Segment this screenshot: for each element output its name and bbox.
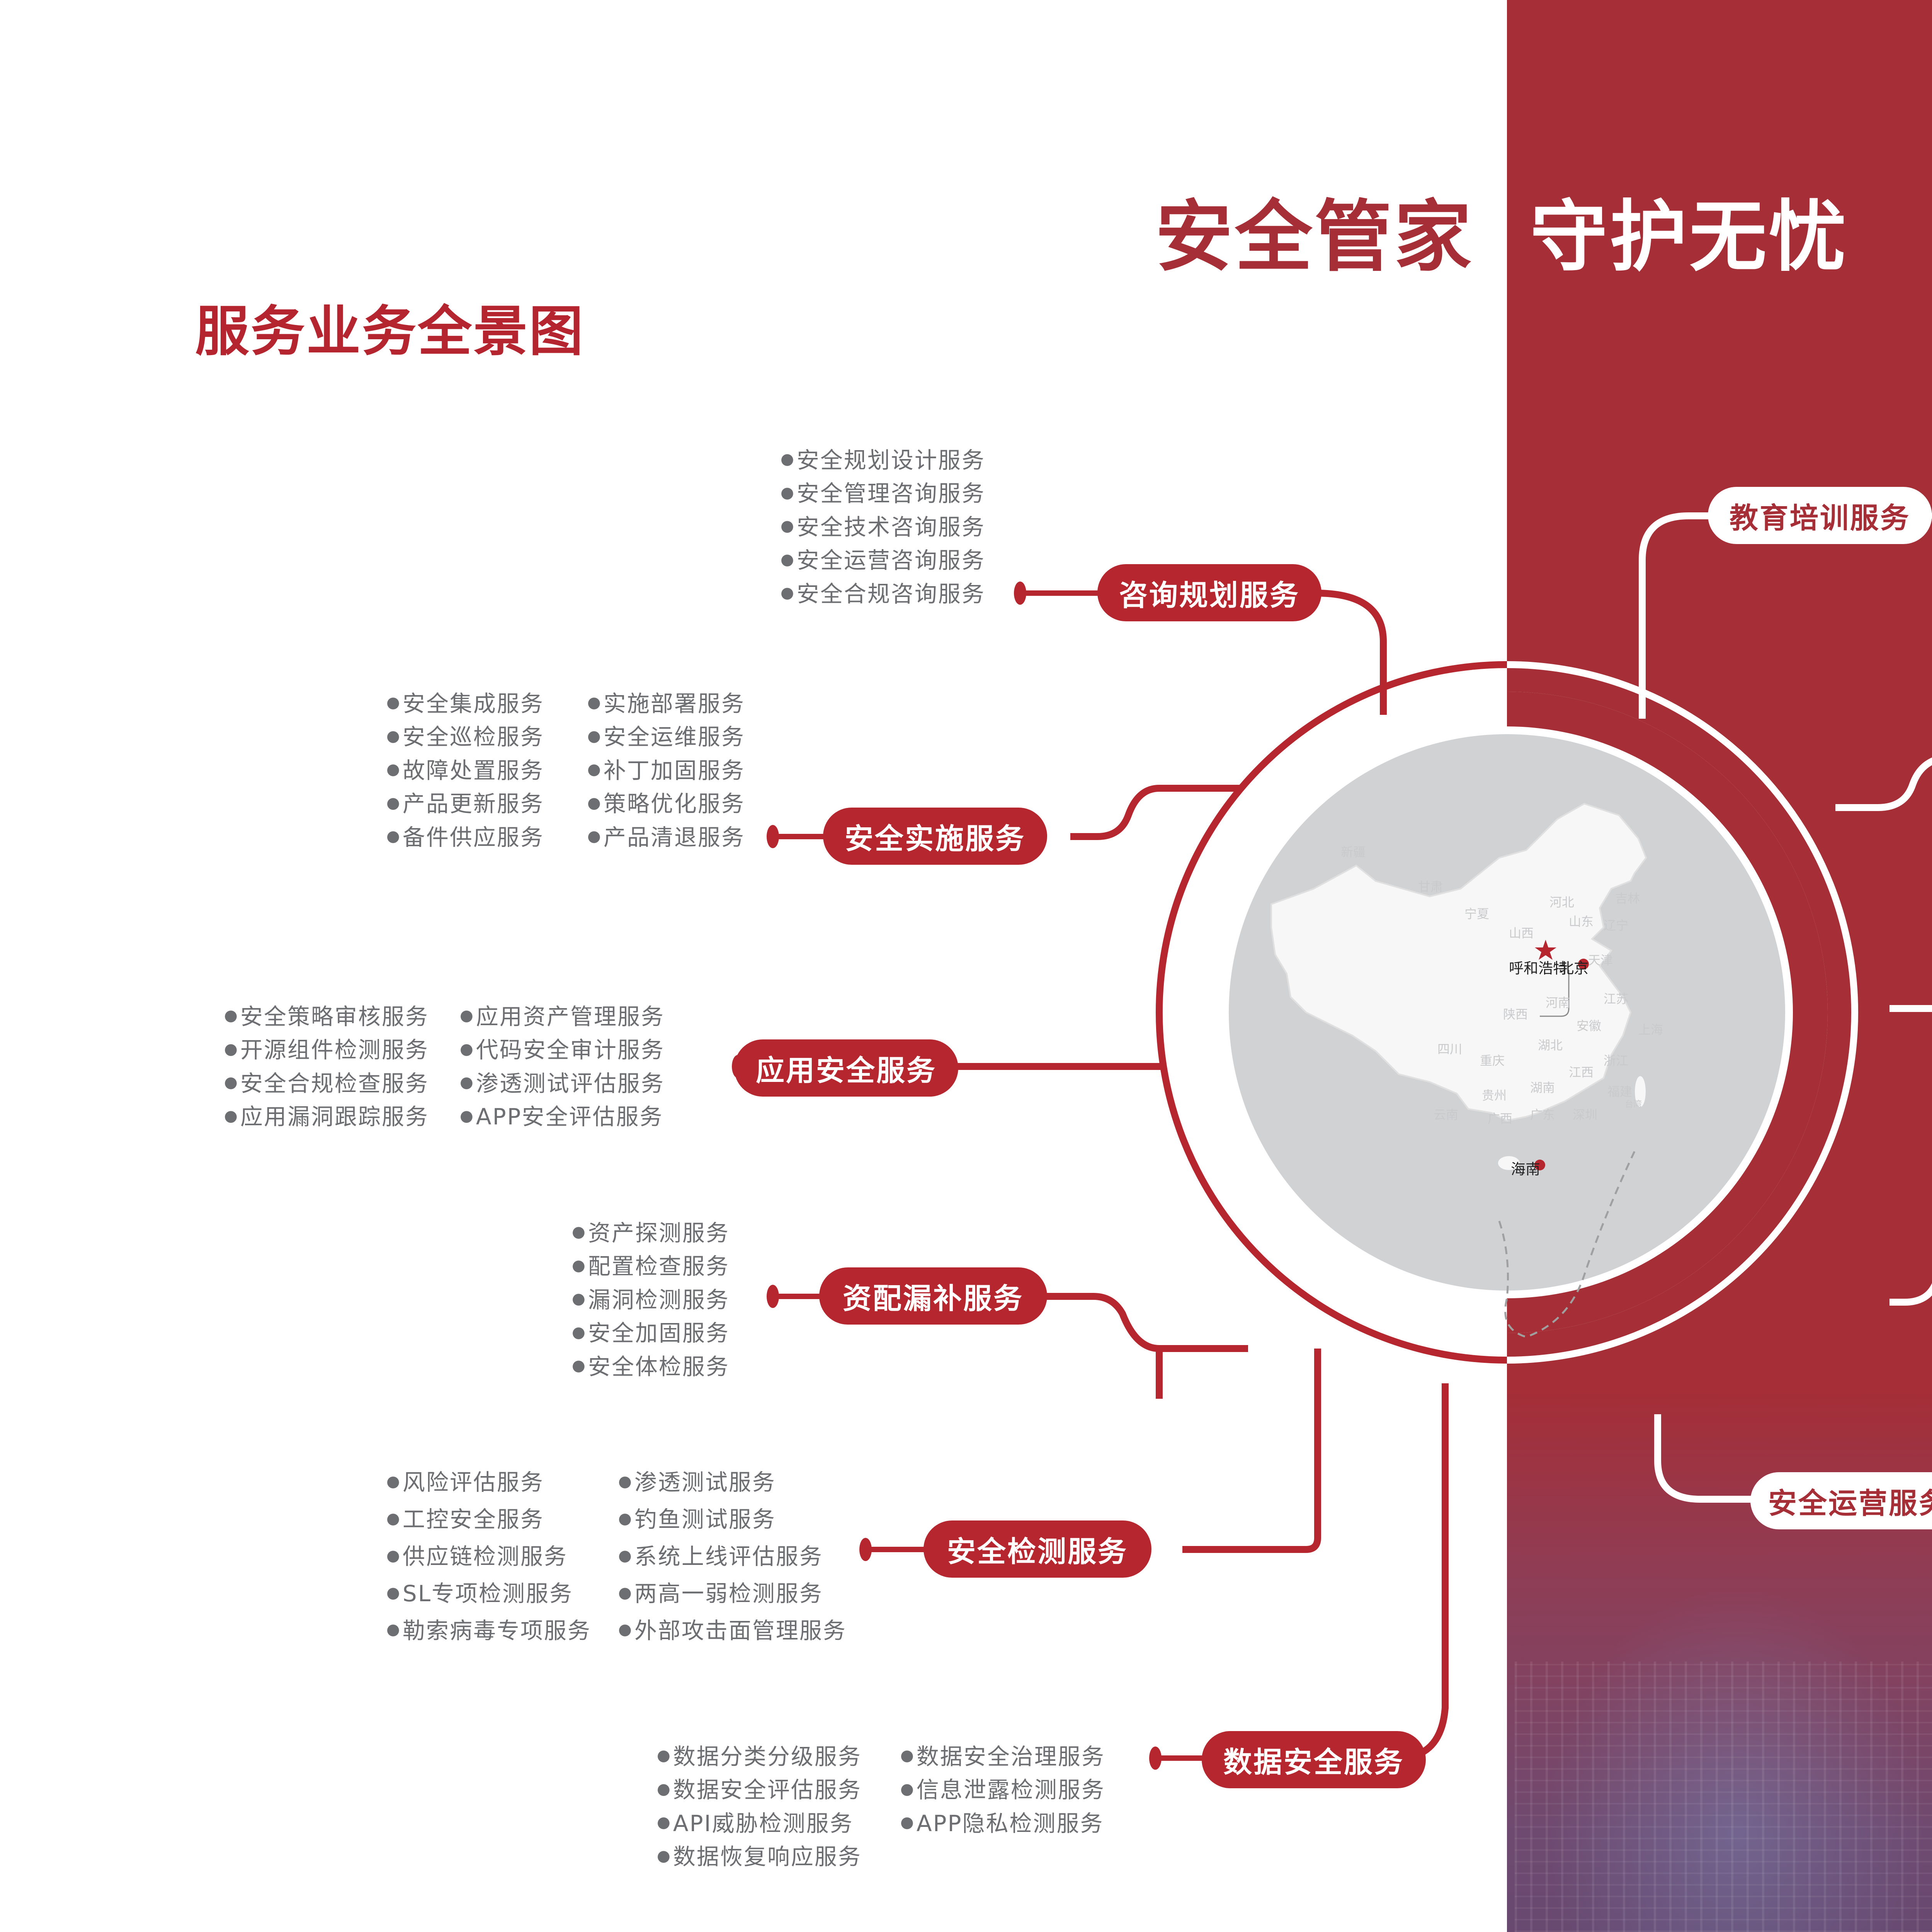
map-province-label: 江西: [1569, 1065, 1594, 1080]
list-security-testing: 风险评估服务 工控安全服务 供应链检测服务 SL专项检测服务 勒索病毒专项服务 …: [386, 1464, 847, 1650]
section-title: 服务业务全景图: [195, 300, 585, 363]
service-item: 安全巡检服务: [386, 721, 587, 754]
map-province-label: 天津: [1588, 953, 1613, 968]
service-item: 安全运维服务: [587, 721, 745, 754]
service-item: 两高一弱检测服务: [618, 1576, 847, 1613]
map-province-label: 吉林: [1615, 891, 1640, 906]
service-item: 安全集成服务: [386, 688, 587, 721]
service-item: 资产探测服务: [572, 1217, 730, 1250]
map-province-label: 浙江: [1604, 1053, 1629, 1068]
list-consulting-planning: 安全规划设计服务 安全管理咨询服务 安全技术咨询服务 安全运营咨询服务 安全合规…: [781, 444, 985, 611]
service-item: 漏洞检测服务: [572, 1284, 730, 1317]
service-item: 备件供应服务: [386, 821, 587, 855]
map-province-label: 甘肃: [1418, 879, 1443, 894]
branch-data-security[interactable]: 数据安全服务: [1202, 1731, 1426, 1788]
service-item: 安全加固服务: [572, 1317, 730, 1350]
service-item: 渗透测试服务: [618, 1464, 847, 1502]
map-province-label: 江苏: [1604, 992, 1629, 1006]
service-item: APP隐私检测服务: [900, 1808, 1105, 1841]
list-data-security: 数据分类分级服务 数据安全评估服务 API威胁检测服务 数据恢复响应服务 数据安…: [657, 1741, 1105, 1874]
service-item: 外部攻击面管理服务: [618, 1613, 847, 1650]
data-screen-texture: [1515, 1662, 1932, 1932]
list-asset-vulnerability: 资产探测服务 配置检查服务 漏洞检测服务 安全加固服务 安全体检服务: [572, 1217, 730, 1384]
service-item: 策略优化服务: [587, 788, 745, 821]
map-label-hohhot: 呼和浩特: [1509, 960, 1568, 977]
service-item: 安全技术咨询服务: [781, 511, 985, 544]
main-title-right: 守护无忧: [1530, 192, 1849, 282]
map-province-label: 四川: [1437, 1042, 1463, 1056]
service-item: 安全规划设计服务: [781, 444, 985, 478]
map-label-beijing: 北京: [1559, 960, 1589, 977]
service-item: 安全体检服务: [572, 1351, 730, 1384]
service-item: 数据安全评估服务: [657, 1774, 900, 1807]
service-item: 故障处置服务: [386, 755, 587, 788]
branch-security-implementation[interactable]: 安全实施服务: [823, 808, 1047, 865]
service-item: APP安全评估服务: [460, 1101, 665, 1134]
map-province-label: 陕西: [1503, 1007, 1528, 1022]
map-province-label: 河南: [1546, 995, 1571, 1010]
service-item: 安全合规检查服务: [224, 1068, 460, 1101]
service-item: 实施部署服务: [587, 688, 745, 721]
map-province-label: 新疆: [1341, 845, 1366, 859]
map-province-label: 云南: [1434, 1107, 1459, 1122]
map-province-label: 山西: [1509, 926, 1534, 940]
map-province-label: 湖南: [1530, 1080, 1555, 1095]
service-item: 产品更新服务: [386, 788, 587, 821]
map-province-label: 广西: [1488, 1111, 1513, 1126]
map-province-label: 山东: [1569, 914, 1594, 929]
service-item: 代码安全审计服务: [460, 1034, 665, 1067]
branch-education-training[interactable]: 教育培训服务: [1708, 487, 1932, 544]
service-item: 安全合规咨询服务: [781, 578, 985, 611]
map-province-label: 宁夏: [1464, 906, 1490, 921]
branch-asset-vulnerability[interactable]: 资配漏补服务: [819, 1267, 1047, 1325]
service-item: 数据分类分级服务: [657, 1741, 900, 1774]
service-item: 配置检查服务: [572, 1250, 730, 1284]
service-item: 应用漏洞跟踪服务: [224, 1101, 460, 1134]
service-item: SL专项检测服务: [386, 1576, 618, 1613]
list-application-security: 安全策略审核服务 开源组件检测服务 安全合规检查服务 应用漏洞跟踪服务 应用资产…: [224, 1001, 665, 1134]
service-item: 应用资产管理服务: [460, 1001, 665, 1034]
list-security-implementation: 安全集成服务 安全巡检服务 故障处置服务 产品更新服务 备件供应服务 实施部署服…: [386, 688, 745, 855]
service-item: 工控安全服务: [386, 1502, 618, 1539]
service-item: 安全管理咨询服务: [781, 478, 985, 511]
service-item: 安全策略审核服务: [224, 1001, 460, 1034]
service-item: 风险评估服务: [386, 1464, 618, 1502]
map-province-label: 辽宁: [1604, 918, 1629, 933]
map-province-label: 湖北: [1538, 1038, 1563, 1053]
map-province-label: 台湾: [1625, 1100, 1642, 1109]
service-item: 补丁加固服务: [587, 755, 745, 788]
map-province-label: 重庆: [1480, 1053, 1505, 1068]
map-province-label: 河北: [1549, 895, 1575, 910]
map-province-label: 深圳: [1573, 1107, 1598, 1122]
service-item: 数据恢复响应服务: [657, 1841, 900, 1874]
service-item: 勒索病毒专项服务: [386, 1613, 618, 1650]
main-title-left: 安全管家: [1155, 192, 1474, 282]
map-province-label: 上海: [1638, 1022, 1663, 1037]
service-item: 安全运营咨询服务: [781, 544, 985, 578]
branch-security-operations[interactable]: 安全运营服务: [1750, 1472, 1932, 1529]
service-item: API威胁检测服务: [657, 1808, 900, 1841]
service-item: 钓鱼测试服务: [618, 1502, 847, 1539]
branch-security-testing[interactable]: 安全检测服务: [923, 1520, 1151, 1578]
map-province-label: 福建: [1607, 1084, 1633, 1099]
map-label-hainan: 海南: [1511, 1161, 1541, 1178]
branch-consulting-planning[interactable]: 咨询规划服务: [1097, 564, 1321, 621]
map-province-label: 贵州: [1482, 1088, 1507, 1103]
service-item: 产品清退服务: [587, 821, 745, 855]
service-item: 供应链检测服务: [386, 1539, 618, 1576]
service-item: 数据安全治理服务: [900, 1741, 1105, 1774]
service-item: 信息泄露检测服务: [900, 1774, 1105, 1807]
map-province-label: 安徽: [1577, 1019, 1602, 1033]
service-item: 渗透测试评估服务: [460, 1068, 665, 1101]
service-item: 系统上线评估服务: [618, 1539, 847, 1576]
branch-application-security[interactable]: 应用安全服务: [734, 1039, 958, 1097]
service-item: 开源组件检测服务: [224, 1034, 460, 1067]
map-province-label: 广东: [1530, 1107, 1555, 1122]
